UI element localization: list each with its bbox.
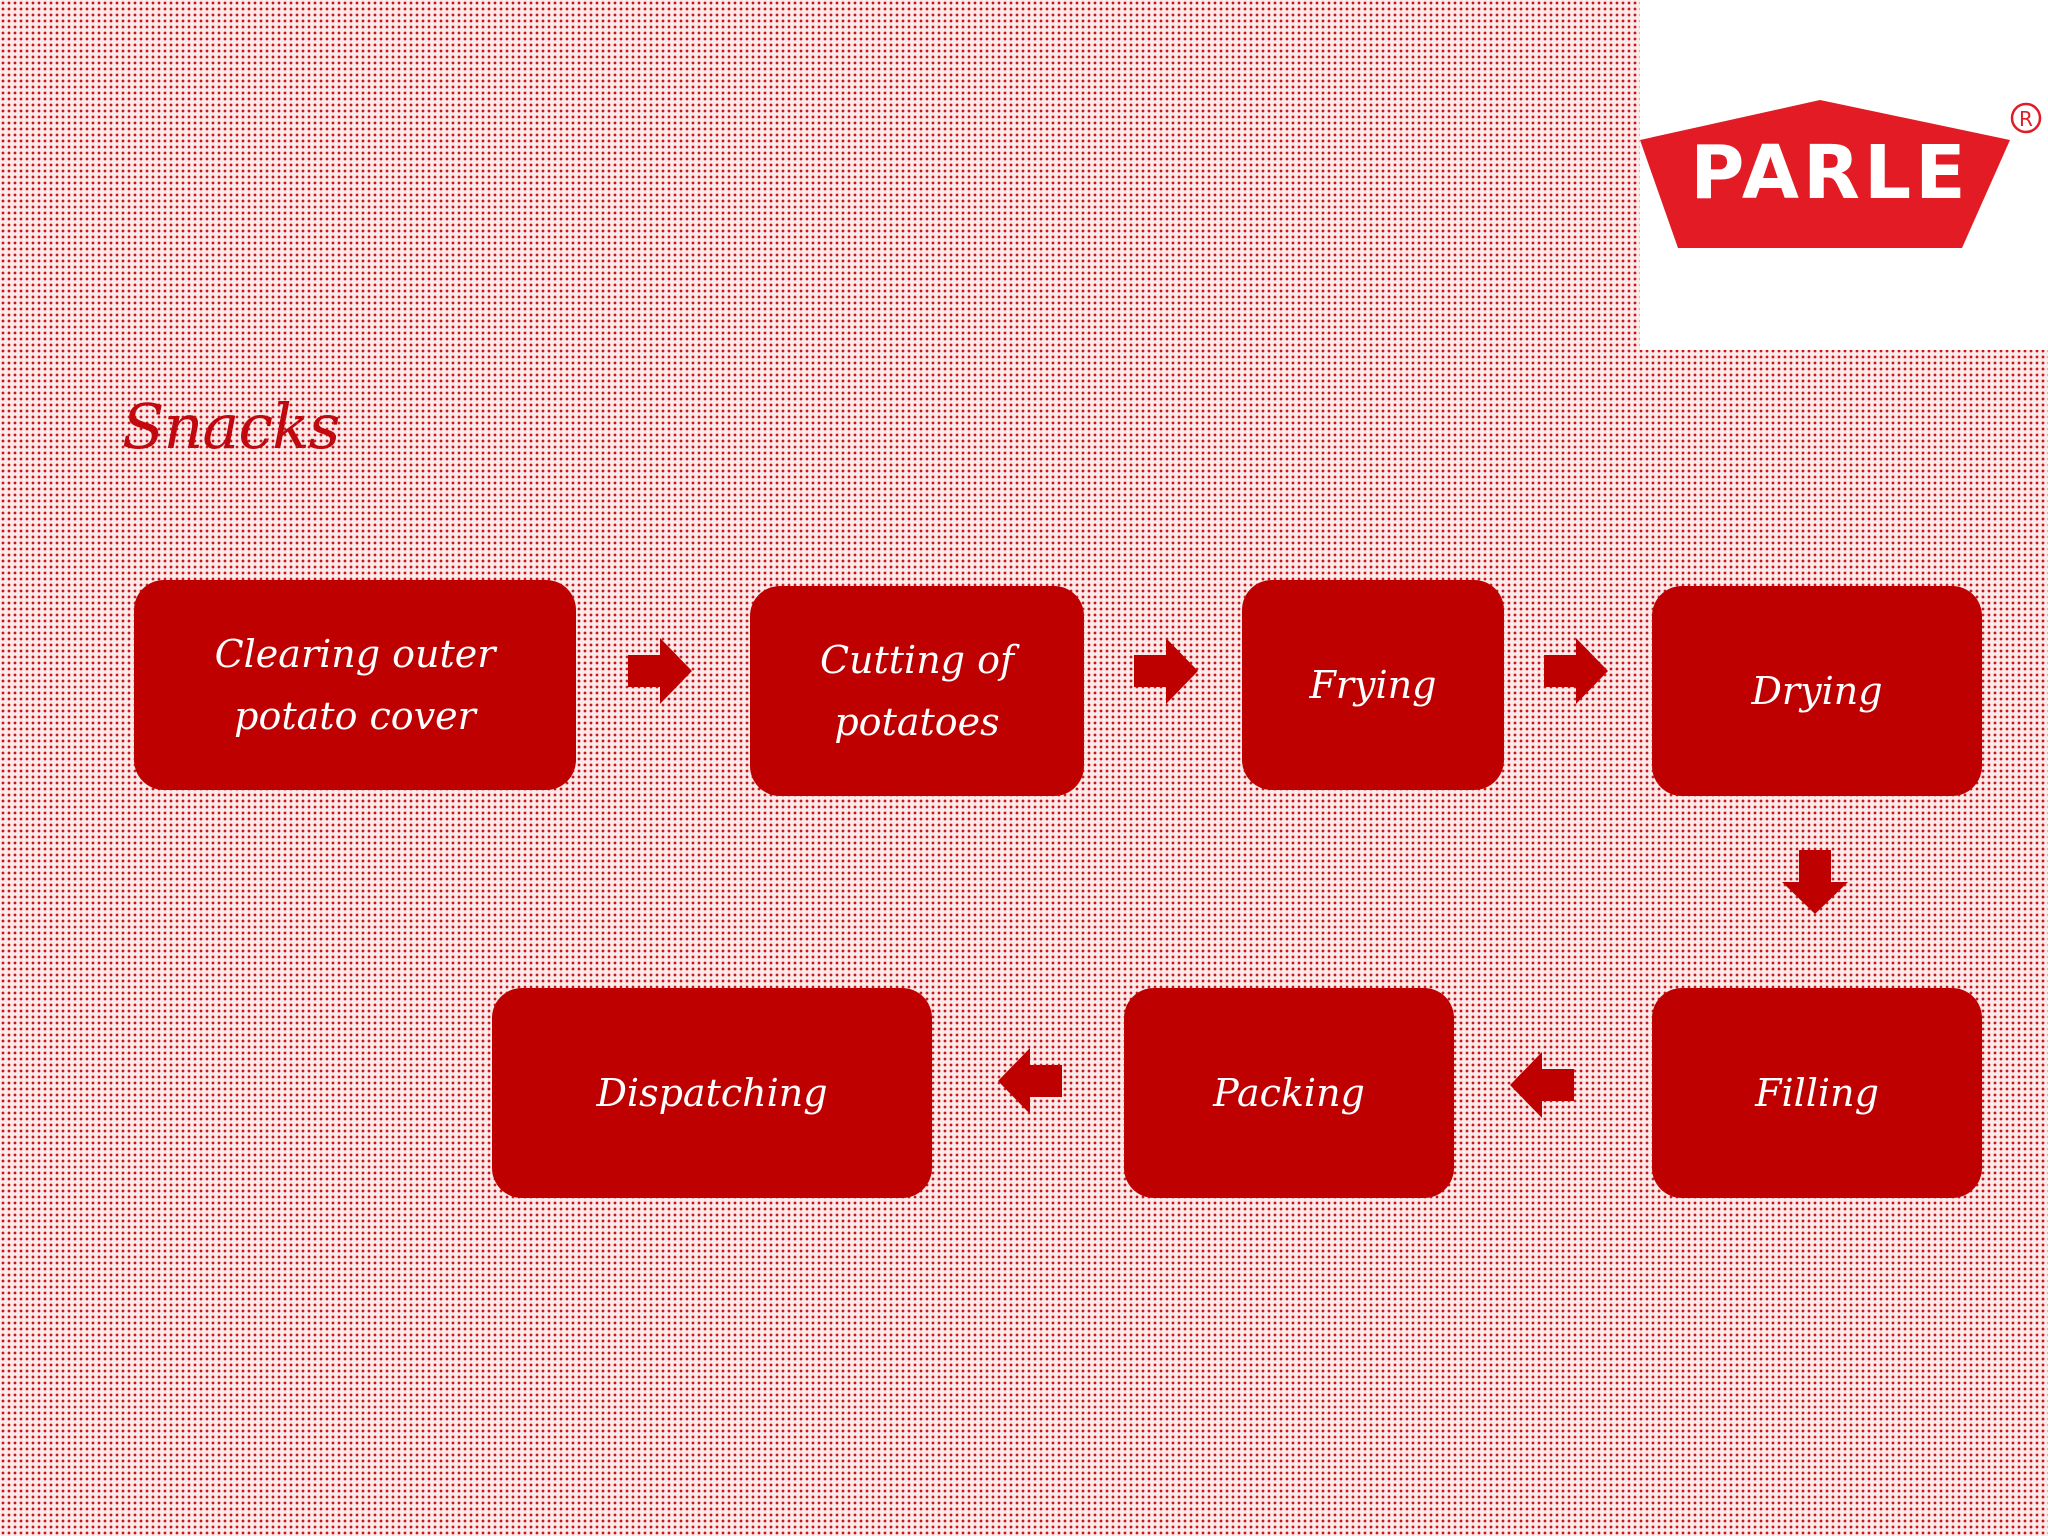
down-arrow-icon [1782,850,1848,914]
logo-text: PARLE [1690,130,1969,216]
step-packing: Packing [1124,988,1454,1198]
step-label: Drying [1751,669,1883,713]
step-label: Packing [1213,1071,1365,1115]
step-label: Clearing outer potato cover [214,632,496,738]
parle-logo-graphic: PARLE R [1640,100,2042,248]
left-arrow-icon [1510,1052,1574,1118]
left-arrow-icon [998,1048,1062,1114]
right-arrow-icon [1134,638,1198,704]
step-dispatching: Dispatching [492,988,932,1198]
step-clearing: Clearing outer potato cover [134,580,576,790]
step-drying: Drying [1652,586,1982,796]
step-filling: Filling [1652,988,1982,1198]
page-title: Snacks [122,390,340,463]
step-cutting: Cutting of potatoes [750,586,1084,796]
right-arrow-icon [1544,638,1608,704]
step-frying: Frying [1242,580,1504,790]
step-label: Cutting of potatoes [819,638,1015,744]
step-label: Dispatching [596,1071,828,1115]
step-label: Filling [1755,1071,1879,1115]
parle-logo: PARLE R [1640,0,2048,350]
step-label: Frying [1309,663,1437,707]
right-arrow-icon [628,638,692,704]
registered-mark: R [2019,107,2033,131]
